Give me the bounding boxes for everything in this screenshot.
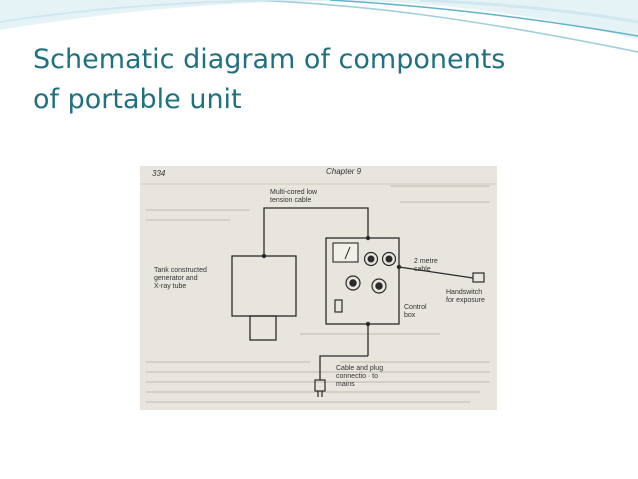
wiring <box>263 207 474 380</box>
page-number: 334 <box>152 169 166 178</box>
knob-icon <box>345 251 397 294</box>
schematic-photo: 334 Chapter 9 Multi-cored low tension ca… <box>140 166 497 410</box>
label-2-metre-cable: 2 metre cable <box>414 258 438 273</box>
slide-title-line-2: of portable unit <box>33 84 242 115</box>
junction-dots <box>261 235 402 327</box>
switch-icon <box>334 299 343 313</box>
schematic-drawing <box>140 183 497 403</box>
header-wave-decoration <box>0 0 638 53</box>
slide-title-line-1: Schematic diagram of components <box>33 44 506 75</box>
label-handswitch: Handswitch for exposure <box>446 289 485 304</box>
tank-generator-box <box>231 255 297 317</box>
handswitch-icon <box>472 272 485 283</box>
slide-title: Schematic diagram of components of porta… <box>33 40 613 120</box>
control-box <box>325 237 400 325</box>
background-text-lines <box>146 185 490 403</box>
label-control-box: Control box <box>404 304 427 319</box>
chapter-heading: Chapter 9 <box>326 167 362 176</box>
meter-icon <box>332 242 359 263</box>
label-top-cable: Multi-cored low tension cable <box>270 189 318 204</box>
label-plug: Cable and plug connectio · to mains <box>336 365 384 388</box>
xray-tube-box <box>249 315 277 341</box>
plug-icon <box>314 379 326 397</box>
label-tank: Tank constructed generator and X-ray tub… <box>154 267 207 290</box>
